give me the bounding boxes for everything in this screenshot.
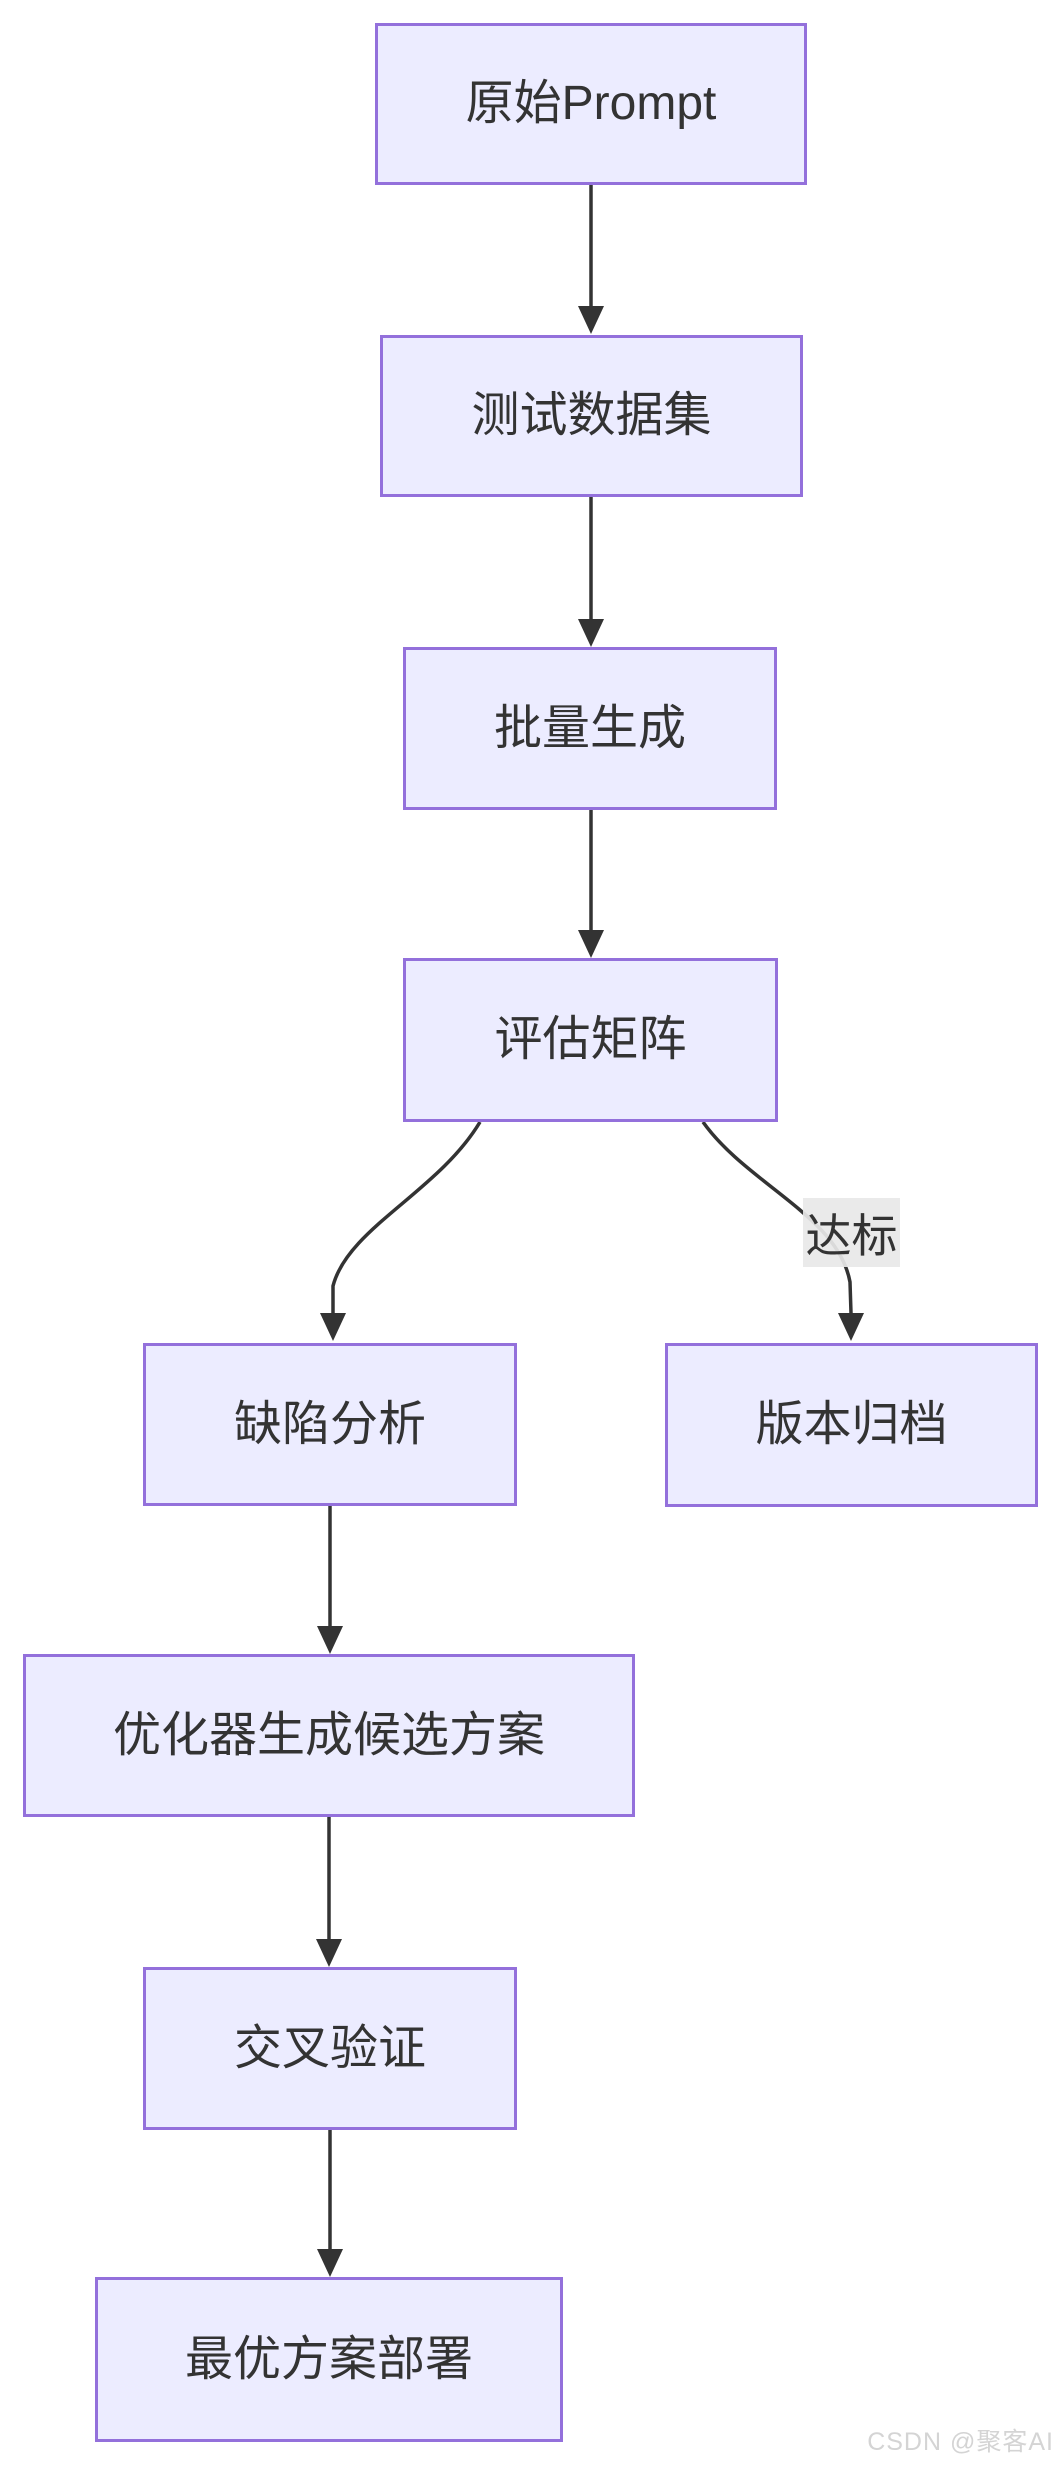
arrowhead-c-d [578, 930, 604, 958]
node-cross-validation: 交叉验证 [143, 1967, 517, 2130]
arrowhead-e-g [317, 1626, 343, 1654]
node-original-prompt: 原始Prompt [375, 23, 807, 185]
node-optimizer-candidates: 优化器生成候选方案 [23, 1654, 635, 1817]
edge-d-e [331, 1121, 482, 1313]
arrowhead-d-f [838, 1313, 864, 1341]
node-evaluation-matrix: 评估矩阵 [403, 958, 778, 1122]
edge-label-pass: 达标 [803, 1198, 900, 1267]
node-best-plan-deployment: 最优方案部署 [95, 2277, 563, 2442]
arrowhead-a-b [578, 306, 604, 334]
node-defect-analysis: 缺陷分析 [143, 1343, 517, 1506]
edge-d-f [701, 1120, 853, 1314]
arrowhead-d-e [320, 1313, 346, 1341]
node-test-dataset: 测试数据集 [380, 335, 803, 497]
node-version-archive: 版本归档 [665, 1343, 1038, 1507]
arrowhead-b-c [578, 619, 604, 647]
node-batch-generation: 批量生成 [403, 647, 777, 810]
arrowhead-g-h [316, 1939, 342, 1967]
watermark-text: CSDN @聚客AI [867, 2428, 1054, 2456]
arrowhead-h-i [317, 2249, 343, 2277]
